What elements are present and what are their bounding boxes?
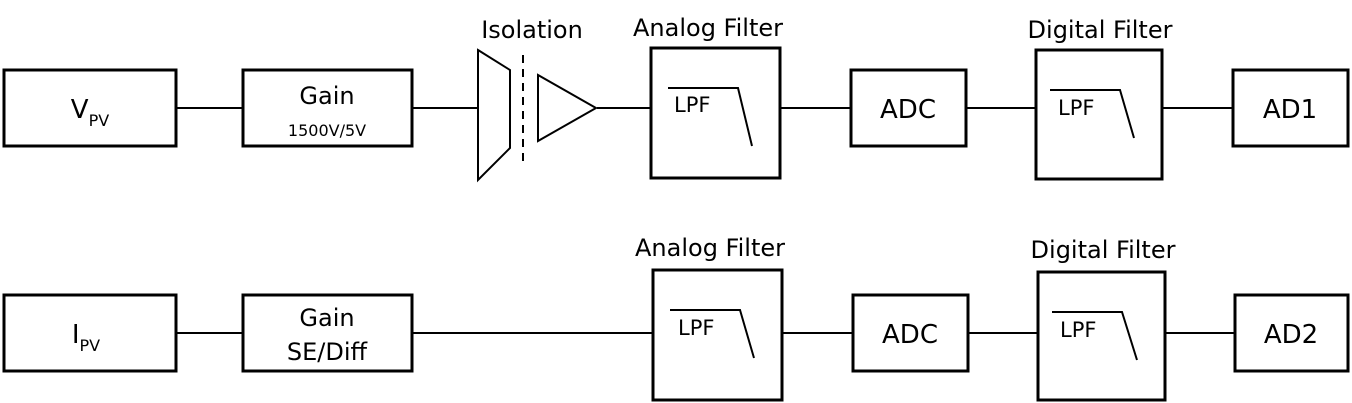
lpf-response-curve-icon bbox=[668, 87, 753, 147]
vpv-block: VPV bbox=[2, 68, 178, 148]
amplifier-triangle bbox=[537, 73, 599, 143]
ad1-label: AD1 bbox=[1263, 95, 1317, 125]
row-voltage-chain: VPV Gain 1500V/5V Isolation Analog Filte… bbox=[2, 14, 1350, 183]
digital-filter-header: Digital Filter bbox=[1028, 16, 1173, 44]
vpv-label: V bbox=[71, 95, 89, 125]
digital-filter-header: Digital Filter bbox=[1031, 236, 1176, 264]
analog-filter-header: Analog Filter bbox=[635, 234, 785, 262]
adc-label: ADC bbox=[880, 95, 936, 125]
analog-filter-header: Analog Filter bbox=[633, 14, 783, 42]
digital-lpf-label: LPF bbox=[1060, 318, 1096, 342]
ad2-label: AD2 bbox=[1264, 320, 1318, 350]
gain-block-voltage: Gain 1500V/5V bbox=[241, 68, 414, 148]
gain-title: Gain bbox=[299, 304, 354, 332]
analog-filter-block-current: Analog Filter LPF bbox=[635, 234, 785, 402]
digital-lpf-label: LPF bbox=[1058, 96, 1094, 120]
digital-filter-block-current: Digital Filter LPF bbox=[1031, 236, 1176, 402]
gain-ratio: 1500V/5V bbox=[288, 121, 366, 140]
ad1-block: AD1 bbox=[1231, 68, 1350, 148]
svg-text:IPV: IPV bbox=[72, 320, 100, 355]
analog-filter-block-voltage: Analog Filter LPF bbox=[633, 14, 783, 180]
vpv-subscript: PV bbox=[89, 111, 110, 130]
gain-title: Gain bbox=[299, 82, 354, 110]
ipv-subscript: PV bbox=[80, 336, 101, 355]
digital-filter-block-voltage: Digital Filter LPF bbox=[1028, 16, 1173, 181]
adc-block-voltage: ADC bbox=[849, 68, 968, 148]
row-current-chain: IPV Gain SE/Diff Analog Filter LPF ADC D… bbox=[2, 234, 1350, 402]
lpf-response-curve-icon bbox=[1050, 89, 1135, 139]
adc-block-current: ADC bbox=[851, 293, 970, 373]
analog-lpf-label: LPF bbox=[678, 316, 714, 340]
lpf-response-curve-icon bbox=[670, 309, 755, 359]
ad2-block: AD2 bbox=[1233, 293, 1350, 373]
ipv-block: IPV bbox=[2, 293, 178, 373]
isolation-label: Isolation bbox=[481, 16, 583, 44]
analog-lpf-label: LPF bbox=[674, 93, 710, 117]
lpf-response-curve-icon bbox=[1052, 311, 1138, 361]
adc-label: ADC bbox=[882, 320, 938, 350]
gain-block-current: Gain SE/Diff bbox=[241, 293, 414, 373]
isolation-amplifier: Isolation bbox=[477, 16, 599, 183]
svg-text:VPV: VPV bbox=[71, 95, 109, 130]
gain-mode: SE/Diff bbox=[287, 338, 368, 366]
ipv-label: I bbox=[72, 320, 80, 350]
isolation-barrier-trapezoid bbox=[477, 48, 511, 183]
